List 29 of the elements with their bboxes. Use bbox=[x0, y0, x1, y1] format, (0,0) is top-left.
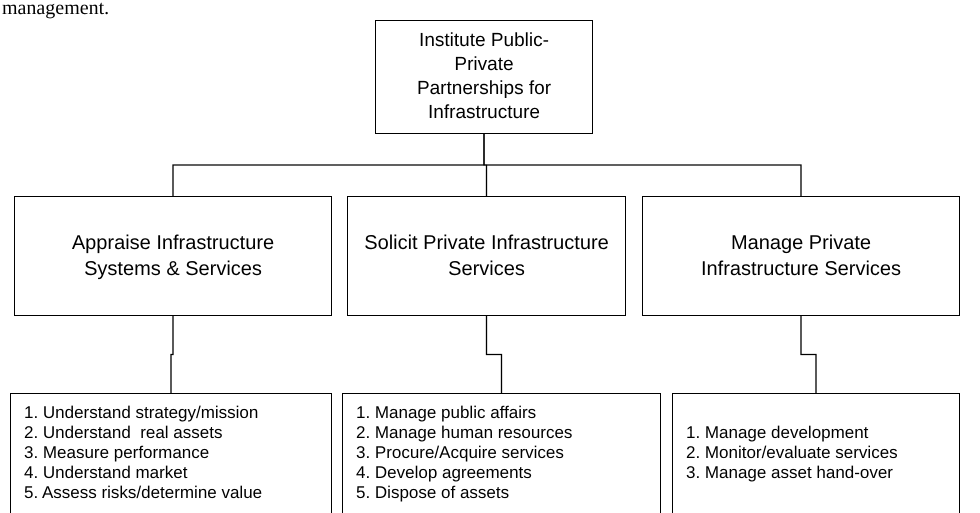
root-box bbox=[375, 20, 593, 134]
list-item: 2. Monitor/evaluate services bbox=[686, 443, 898, 463]
list-item: 1. Manage public affairs bbox=[356, 403, 536, 423]
list-item: 4. Develop agreements bbox=[356, 463, 532, 483]
box-title: Appraise Infrastructure Systems & Services bbox=[70, 231, 276, 282]
list-item: 3. Procure/Acquire services bbox=[356, 443, 564, 463]
function-box bbox=[347, 196, 626, 316]
list-item: 1. Understand strategy/mission bbox=[24, 403, 258, 423]
connector-line bbox=[486, 316, 502, 393]
box-title: Solicit Private Infrastructure Services bbox=[363, 231, 610, 282]
list-item: 3. Manage asset hand-over bbox=[686, 463, 893, 483]
list-item: 2. Understand real assets bbox=[24, 423, 222, 443]
list-item: 5. Assess risks/determine value bbox=[24, 483, 262, 503]
box-title: Manage Private Infrastructure Services bbox=[700, 231, 902, 282]
task-list-box bbox=[10, 393, 332, 513]
task-list-box bbox=[672, 393, 960, 513]
task-list-box bbox=[342, 393, 661, 513]
list-item: 1. Manage development bbox=[686, 423, 868, 443]
function-box bbox=[14, 196, 332, 316]
list-item: 2. Manage human resources bbox=[356, 423, 572, 443]
connector-line bbox=[170, 316, 174, 393]
list-item: 3. Measure performance bbox=[24, 443, 210, 463]
list-item: 4. Understand market bbox=[24, 463, 188, 483]
box-title: Institute Public-Private Partnerships for Infrastructure bbox=[416, 29, 552, 125]
connector-line bbox=[800, 316, 817, 393]
list-item: 5. Dispose of assets bbox=[356, 483, 510, 503]
text-fragment: management. bbox=[2, 0, 110, 20]
function-box bbox=[642, 196, 960, 316]
connector-line bbox=[483, 134, 802, 196]
